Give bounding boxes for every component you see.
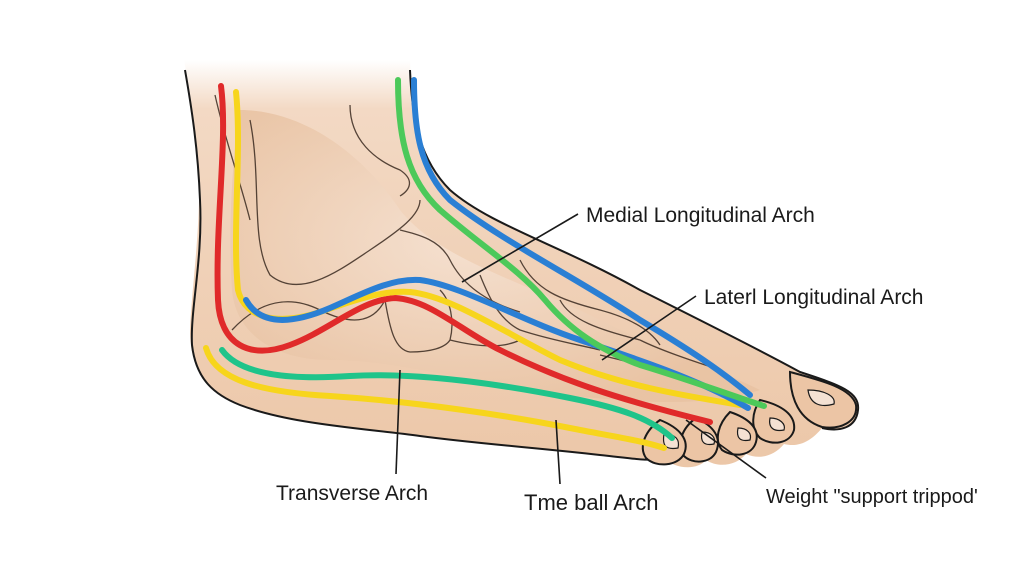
label-weight-support-tripod: Weight "support trippod' bbox=[766, 486, 978, 508]
label-medial-longitudinal-arch: Medial Longitudinal Arch bbox=[586, 204, 815, 227]
yellow-band bbox=[233, 89, 743, 408]
blue-band-upper bbox=[411, 77, 753, 398]
label-lateral-longitudinal-arch: Laterl Longitudinal Arch bbox=[704, 286, 924, 309]
leader-ball bbox=[555, 419, 561, 485]
teal-band bbox=[219, 347, 675, 441]
foot-skin bbox=[184, 60, 860, 468]
leader-lines bbox=[395, 213, 767, 485]
label-transverse-arch: Transverse Arch bbox=[276, 482, 429, 505]
blue-band bbox=[243, 276, 751, 411]
leader-transverse bbox=[395, 369, 401, 475]
yellow-band-lower bbox=[203, 345, 667, 451]
arch-bands bbox=[203, 77, 767, 451]
leader-tripod bbox=[685, 419, 767, 479]
label-ball-arch: Tme ball Arch bbox=[524, 490, 659, 515]
leader-medial bbox=[461, 213, 579, 283]
red-band bbox=[214, 83, 713, 425]
green-band bbox=[395, 77, 767, 409]
leader-lateral bbox=[601, 295, 697, 361]
toes bbox=[641, 370, 858, 466]
